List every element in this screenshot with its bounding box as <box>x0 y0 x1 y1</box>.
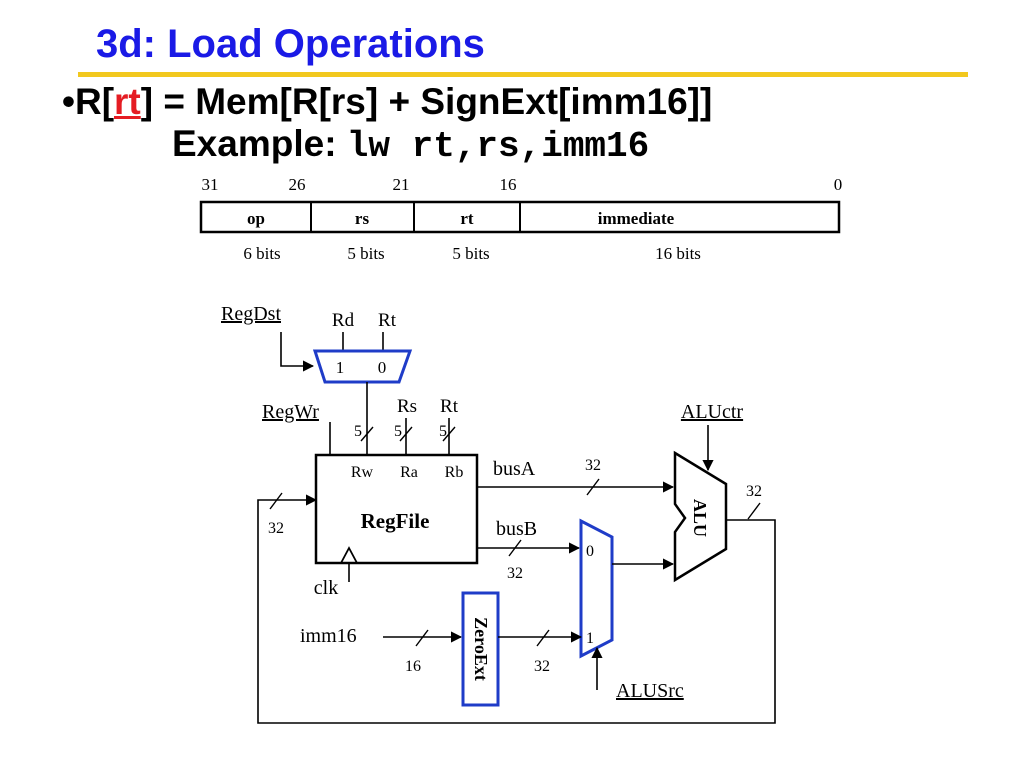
ra-bus-slash <box>399 426 413 442</box>
bit-0-label: 0 <box>834 175 843 194</box>
field-rt-width: 5 bits <box>452 244 489 263</box>
regdst-mux <box>312 349 413 384</box>
field-op-width: 6 bits <box>243 244 280 263</box>
bullet-glyph: • <box>62 81 75 122</box>
rtl-suffix: ] = Mem[R[rs] + SignExt[imm16]] <box>140 81 713 122</box>
imm16-bus-slash <box>415 629 429 647</box>
bit-16-label: 16 <box>500 175 517 194</box>
zeroext-label: ZeroExt <box>471 617 491 681</box>
field-rs-label: rs <box>355 209 370 228</box>
example-statement: Example: lw rt,rs,imm16 <box>172 123 650 167</box>
regdst-label: RegDst <box>221 303 281 325</box>
field-immediate-width: 16 bits <box>655 244 701 263</box>
zeroext-group: imm16 16 ZeroExt 32 <box>300 591 583 707</box>
writeback-loop: 32 32 <box>257 483 776 724</box>
aluctr-label: ALUctr <box>681 401 744 423</box>
field-rs-width: 5 bits <box>347 244 384 263</box>
ra-port-label: Ra <box>400 464 418 481</box>
alusrc-mux-in1: 1 <box>586 630 594 647</box>
bit-21-label: 21 <box>393 175 410 194</box>
regfile-box <box>314 453 479 565</box>
instruction-format: 31 26 21 16 0 op rs rt immediate 6 bits … <box>199 175 843 263</box>
busa: busA 32 <box>477 457 675 496</box>
bit-26-label: 26 <box>289 175 306 194</box>
alu-group: ALUctr ALU <box>673 401 744 583</box>
writeback-wire <box>257 494 776 724</box>
alu-out-bus-width: 32 <box>746 483 762 500</box>
regwr-label: RegWr <box>262 401 319 423</box>
regfile-inputs: RegWr Rs Rt 5 5 5 <box>262 396 459 455</box>
rtl-prefix: R[ <box>74 81 115 122</box>
rb-port-label: Rb <box>445 464 464 481</box>
field-rt-label: rt <box>460 209 474 228</box>
example-code: lw rt,rs,imm16 <box>346 126 650 167</box>
alu-label: ALU <box>690 499 710 537</box>
busb-label: busB <box>496 518 537 540</box>
regdst-mux-group: RegDst Rd Rt 1 0 <box>221 303 413 455</box>
clk-label: clk <box>314 577 338 599</box>
rd-label: Rd <box>332 310 355 331</box>
imm16-bus-width: 16 <box>405 658 421 675</box>
rw-bus-width: 5 <box>354 423 362 440</box>
alu-shape <box>673 450 728 583</box>
rt-label: Rt <box>440 396 459 417</box>
rtl-statement: •R[rt] = Mem[R[rs] + SignExt[imm16]] <box>62 81 713 123</box>
regdst-mux-in0: 0 <box>378 358 387 377</box>
clock-edge-icon <box>340 546 358 564</box>
rt-top-label: Rt <box>378 310 397 331</box>
writeback-bus-slash <box>269 492 283 510</box>
example-label: Example: <box>172 123 337 164</box>
busb-bus-slash <box>508 539 522 557</box>
rtl-rt-highlight: rt <box>114 81 141 122</box>
zeroext-box <box>461 591 500 707</box>
alu-out-bus-slash <box>747 502 761 520</box>
busa-label: busA <box>493 458 536 480</box>
rw-bus-slash <box>360 426 374 442</box>
imm16-label: imm16 <box>300 625 357 647</box>
busa-bus-slash <box>586 478 600 496</box>
ra-bus-width: 5 <box>394 423 402 440</box>
busb-bus-width: 32 <box>507 565 523 582</box>
rs-label: Rs <box>397 396 417 417</box>
alusrc-mux <box>579 518 614 659</box>
field-op-label: op <box>247 209 265 228</box>
writeback-bus-width: 32 <box>268 520 284 537</box>
rw-port-label: Rw <box>351 464 374 481</box>
busa-bus-width: 32 <box>585 457 601 474</box>
regfile-label: RegFile <box>361 509 430 533</box>
busb: busB 32 <box>477 518 581 582</box>
rb-bus-width: 5 <box>439 423 447 440</box>
regfile: Rw Ra Rb RegFile clk <box>314 453 479 599</box>
regdst-mux-in1: 1 <box>336 358 345 377</box>
title-underline-rule <box>78 72 968 77</box>
rb-bus-slash <box>442 426 456 442</box>
zeroext-bus-slash <box>536 629 550 647</box>
alusrc-mux-group: 0 1 ALUSrc <box>579 518 684 702</box>
regdst-control-wire <box>280 332 315 372</box>
field-immediate-label: immediate <box>598 209 675 228</box>
bit-31-label: 31 <box>202 175 219 194</box>
alusrc-label: ALUSrc <box>616 680 684 702</box>
zeroext-bus-width: 32 <box>534 658 550 675</box>
slide-title: 3d: Load Operations <box>96 22 485 66</box>
alusrc-mux-in0: 0 <box>586 543 594 560</box>
